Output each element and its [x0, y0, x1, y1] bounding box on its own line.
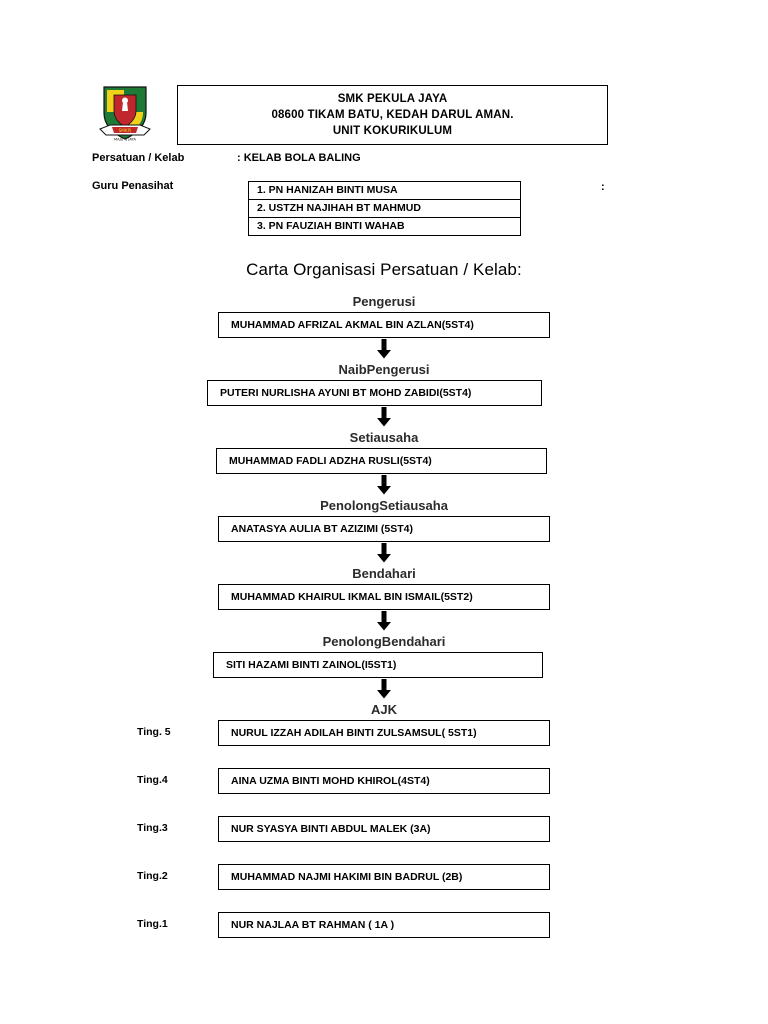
member-box: PUTERI NURLISHA AYUNI BT MOHD ZABIDI(5ST… — [207, 380, 542, 406]
chart-row: Ting.3 NUR SYASYA BINTI ABDUL MALEK (3A) — [0, 816, 768, 842]
teacher-name-1: 1. PN HANIZAH BINTI MUSA — [248, 181, 521, 200]
unit-name: UNIT KOKURIKULUM — [332, 125, 453, 137]
table-row: 1. PN HANIZAH BINTI MUSA — [248, 181, 521, 200]
ting-label: Ting.2 — [137, 870, 168, 882]
member-box: SITI HAZAMI BINTI ZAINOL(I5ST1) — [213, 652, 543, 678]
down-arrow-icon — [0, 406, 768, 428]
down-arrow-icon — [0, 338, 768, 360]
svg-text:SMKPJ: SMKPJ — [119, 128, 132, 133]
row-spacer — [0, 842, 768, 864]
chart-row: PUTERI NURLISHA AYUNI BT MOHD ZABIDI(5ST… — [0, 380, 768, 406]
persatuan-value: : KELAB BOLA BALING — [237, 152, 361, 164]
chart-row: MUHAMMAD AFRIZAL AKMAL BIN AZLAN(5ST4) — [0, 312, 768, 338]
guru-penasihat-label: Guru Penasihat — [92, 180, 174, 192]
school-address: 08600 TIKAM BATU, KEDAH DARUL AMAN. — [271, 109, 514, 121]
role-heading-penolongbendahari: PenolongBendahari — [322, 634, 446, 649]
ting-label: Ting.3 — [137, 822, 168, 834]
chart-row: Ting.4 AINA UZMA BINTI MOHD KHIROL(4ST4) — [0, 768, 768, 794]
teacher-name-3: 3. PN FAUZIAH BINTI WAHAB — [248, 217, 521, 236]
member-box: AINA UZMA BINTI MOHD KHIROL(4ST4) — [218, 768, 550, 794]
down-arrow-icon — [0, 542, 768, 564]
school-header-box: SMK PEKULA JAYA 08600 TIKAM BATU, KEDAH … — [177, 85, 608, 145]
page-title: Carta Organisasi Persatuan / Kelab: — [246, 260, 522, 279]
role-heading-naibpengerusi: NaibPengerusi — [338, 362, 430, 377]
chart-row: Ting. 5 NURUL IZZAH ADILAH BINTI ZULSAMSU… — [0, 720, 768, 746]
role-heading-bendahari: Bendahari — [352, 566, 416, 581]
down-arrow-icon — [0, 678, 768, 700]
ting-label: Ting.4 — [137, 774, 168, 786]
chart-row: Ting.1 NUR NAJLAA BT RAHMAN ( 1A ) — [0, 912, 768, 938]
chart-row: MUHAMMAD FADLI ADZHA RUSLI(5ST4) — [0, 448, 768, 474]
teacher-name-2: 2. USTZH NAJIHAH BT MAHMUD — [248, 199, 521, 218]
chart-row: Ting.2 MUHAMMAD NAJMI HAKIMI BIN BADRUL (… — [0, 864, 768, 890]
role-heading-penolongsetiausaha: PenolongSetiausaha — [320, 498, 448, 513]
member-box: MUHAMMAD AFRIZAL AKMAL BIN AZLAN(5ST4) — [218, 312, 550, 338]
member-box: NUR SYASYA BINTI ABDUL MALEK (3A) — [218, 816, 550, 842]
member-box: NUR NAJLAA BT RAHMAN ( 1A ) — [218, 912, 550, 938]
member-box: ANATASYA AULIA BT AZIZIMI (5ST4) — [218, 516, 550, 542]
chart-row: SITI HAZAMI BINTI ZAINOL(I5ST1) — [0, 652, 768, 678]
table-row: 3. PN FAUZIAH BINTI WAHAB — [248, 217, 521, 236]
member-box: NURUL IZZAH ADILAH BINTI ZULSAMSUL( 5ST1… — [218, 720, 550, 746]
down-arrow-icon — [0, 610, 768, 632]
ting-label: Ting.1 — [137, 918, 168, 930]
role-heading-ajk: AJK — [370, 702, 397, 717]
persatuan-label: Persatuan / Kelab — [92, 152, 185, 164]
chart-row: ANATASYA AULIA BT AZIZIMI (5ST4) — [0, 516, 768, 542]
svg-text:MAJU & JAYA: MAJU & JAYA — [114, 138, 136, 142]
school-crest-icon: SMKPJ MAJU & JAYA — [96, 83, 154, 145]
ting-label: Ting. 5 — [137, 726, 171, 738]
guru-penasihat-table: 1. PN HANIZAH BINTI MUSA 2. USTZH NAJIHA… — [248, 181, 521, 236]
table-row: 2. USTZH NAJIHAH BT MAHMUD — [248, 199, 521, 218]
member-box: MUHAMMAD FADLI ADZHA RUSLI(5ST4) — [216, 448, 547, 474]
school-name: SMK PEKULA JAYA — [337, 93, 448, 105]
guru-penasihat-colon: : — [601, 181, 605, 193]
member-box: MUHAMMAD NAJMI HAKIMI BIN BADRUL (2B) — [218, 864, 550, 890]
row-spacer — [0, 794, 768, 816]
chart-row: MUHAMMAD KHAIRUL IKMAL BIN ISMAIL(5ST2) — [0, 584, 768, 610]
down-arrow-icon — [0, 474, 768, 496]
row-spacer — [0, 890, 768, 912]
row-spacer — [0, 746, 768, 768]
member-box: MUHAMMAD KHAIRUL IKMAL BIN ISMAIL(5ST2) — [218, 584, 550, 610]
role-heading-setiausaha: Setiausaha — [349, 430, 419, 445]
role-heading-pengerusi: Pengerusi — [352, 294, 416, 309]
